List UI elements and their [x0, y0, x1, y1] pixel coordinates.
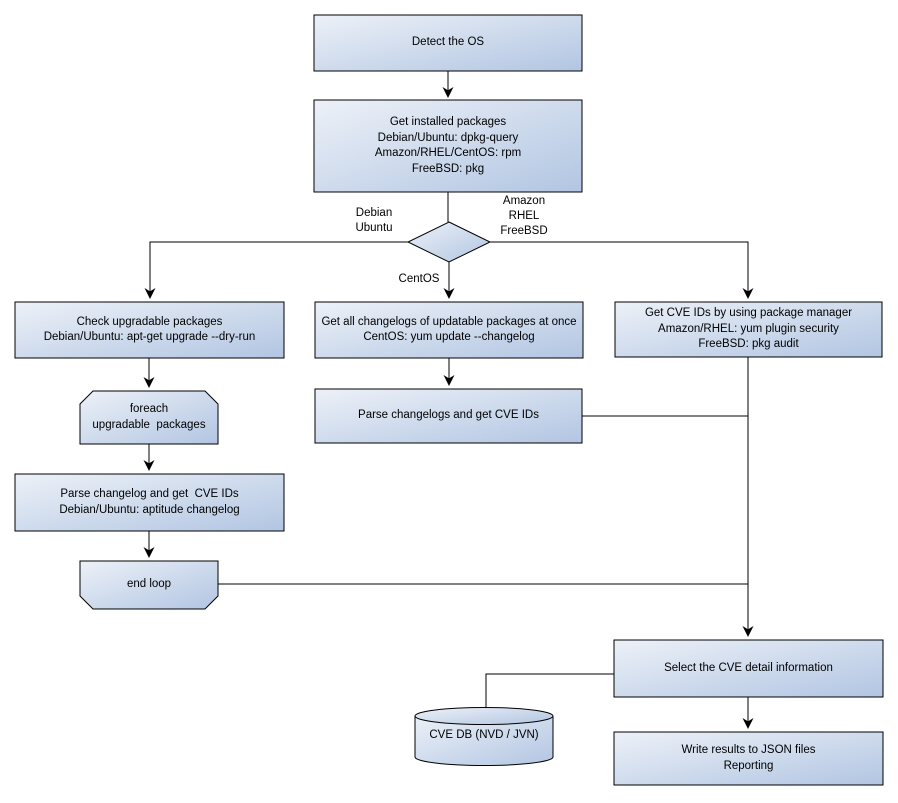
node-get-cve-ids-pkg-mgr-shape	[614, 301, 883, 358]
edge-decision-to-check-upgradable	[144, 241, 408, 299]
edge-decision-to-get-cve-ids	[490, 241, 754, 299]
node-parse-changelogs-centos-shape	[314, 388, 583, 444]
node-parse-changelog-deb-shape	[14, 473, 285, 532]
node-write-results-shape	[613, 731, 884, 786]
node-shapes	[14, 14, 884, 786]
connectors	[143, 71, 754, 729]
node-foreach-loop-shape	[79, 390, 219, 445]
node-cve-db-top-shape	[414, 707, 554, 725]
node-detect-os-shape	[313, 14, 583, 72]
edge-select-to-cvedb	[485, 673, 614, 708]
node-select-cve-detail-shape	[613, 639, 884, 698]
node-os-decision-shape	[406, 221, 492, 263]
node-check-upgradable-shape	[14, 301, 285, 359]
node-get-all-changelogs-shape	[314, 301, 584, 359]
node-end-loop-shape	[79, 560, 219, 610]
node-get-installed-packages-shape	[313, 99, 583, 193]
node-cve-db-body-shape	[414, 716, 554, 766]
